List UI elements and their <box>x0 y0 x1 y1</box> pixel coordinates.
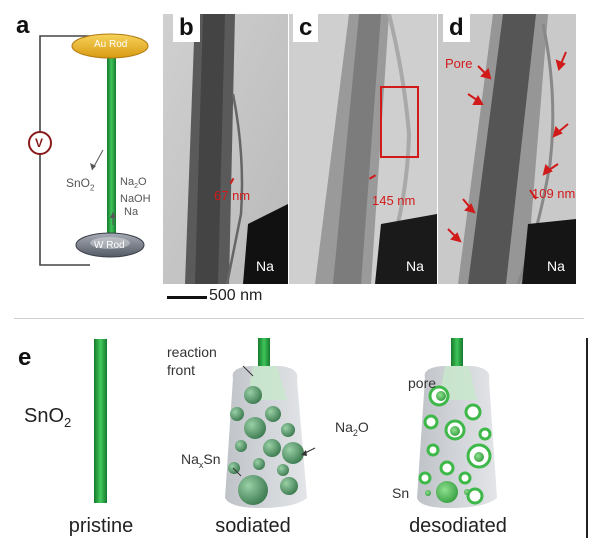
pore-label-e: pore <box>408 375 437 391</box>
panel-a-schematic <box>28 33 149 266</box>
measure-d: 109 nm <box>532 186 576 201</box>
sn-label-e: Sn <box>392 485 410 501</box>
w-rod-label: W Rod <box>94 240 125 251</box>
naxsn-label: NaxSn <box>181 451 221 470</box>
right-rule <box>586 338 588 538</box>
highlight-box-c <box>380 86 419 158</box>
scale-bar-label: 500 nm <box>209 287 263 304</box>
scale-bar <box>167 296 207 299</box>
au-rod-label: Au Rod <box>94 39 128 50</box>
caption-sodiated: sodiated <box>215 515 291 537</box>
caption-pristine: pristine <box>68 515 134 537</box>
measure-b: 67 nm <box>214 188 251 203</box>
reaction-front-label: reaction front <box>167 344 217 378</box>
red-arrows-d <box>447 51 569 243</box>
na-label-c: Na <box>406 258 424 274</box>
tem-image-d <box>438 14 576 284</box>
desodiated-illustration <box>417 338 497 508</box>
sodiated-illustration <box>225 338 316 508</box>
voltmeter-icon <box>28 131 52 155</box>
pore-label-d: Pore <box>445 56 473 71</box>
na2o-label: Na2O NaOH Na <box>120 176 151 219</box>
tem-image-c <box>289 14 437 284</box>
caption-desodiated: desodiated <box>409 515 507 537</box>
na2o-label-e: Na2O <box>335 419 369 438</box>
nanowire <box>107 48 116 246</box>
panel-a-letter: a <box>16 12 30 39</box>
voltage-label: V <box>35 136 44 150</box>
tem-image-b <box>163 14 288 284</box>
measure-c: 145 nm <box>372 193 416 208</box>
pristine-nanowire <box>94 339 107 503</box>
panel-b-letter: b <box>173 14 200 42</box>
divider <box>14 318 584 319</box>
panel-e-letter: e <box>18 344 32 371</box>
panel-d-letter: d <box>443 14 470 42</box>
na-label-b: Na <box>256 258 274 274</box>
w-rod <box>75 232 145 258</box>
sno2-label-e: SnO2 <box>24 405 72 430</box>
au-rod <box>71 33 149 59</box>
sno2-label: SnO2 <box>66 176 95 193</box>
na-label-d: Na <box>547 258 565 274</box>
panel-c-letter: c <box>293 14 319 42</box>
